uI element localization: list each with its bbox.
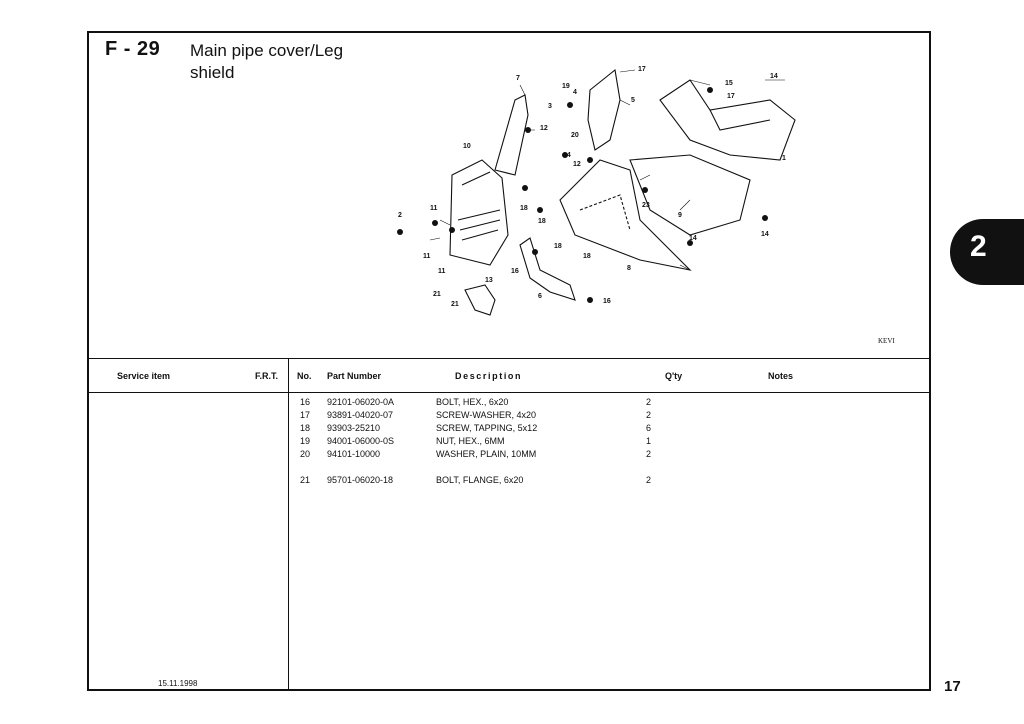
cell-description: SCREW-WASHER, 4x20	[436, 410, 537, 420]
cell-description: BOLT, FLANGE, 6x20	[436, 475, 524, 485]
callout: 6	[538, 293, 542, 300]
cell-qty: 2	[646, 475, 652, 485]
callout: 21	[451, 301, 459, 308]
callout: 7	[516, 75, 520, 82]
callout: 14	[563, 152, 571, 159]
page-frame	[87, 31, 931, 691]
table-column-divider	[288, 358, 289, 691]
header-notes: Notes	[768, 371, 794, 381]
cell-part-number: 94101-10000	[327, 449, 381, 459]
table-header-rule	[87, 392, 931, 393]
callout: 18	[520, 205, 528, 212]
callout: 20	[571, 132, 579, 139]
callout: 4	[573, 89, 577, 96]
cell-no: 20	[300, 449, 311, 459]
section-tab-number: 2	[970, 230, 987, 263]
cell-part-number: 93903-25210	[327, 423, 381, 433]
bracket-arm	[494, 94, 529, 176]
callout: 11	[438, 268, 446, 275]
figure-code: F - 29	[105, 38, 161, 60]
cell-no: 19	[300, 436, 311, 446]
header-part-number: Part Number	[327, 371, 382, 381]
callout: 17	[727, 93, 735, 100]
main-pipe-cover	[659, 79, 796, 161]
callout: 10	[463, 143, 471, 150]
callout: 19	[562, 83, 570, 90]
callout: 9	[678, 212, 682, 219]
cell-part-number: 93891-04020-07	[327, 410, 394, 420]
header-frt: F.R.T.	[255, 371, 279, 381]
callout: 14	[770, 73, 778, 80]
cell-qty: 2	[646, 449, 652, 459]
callout: 1	[782, 155, 786, 162]
cell-part-number: 94001-06000-0S	[327, 436, 395, 446]
cell-qty: 1	[646, 436, 652, 446]
cell-part-number: 95701-06020-18	[327, 475, 394, 485]
callout: 15	[725, 80, 733, 87]
callout: 14	[689, 235, 697, 242]
callout: 13	[485, 277, 493, 284]
lower-cover	[559, 159, 692, 271]
callout: 23	[642, 202, 650, 209]
main-pipe-cover-top	[587, 68, 621, 151]
callout: 14	[761, 231, 769, 238]
callout: 5	[631, 97, 635, 104]
figure-title: Main pipe cover/Leg shield	[190, 41, 344, 82]
cell-part-number: 92101-06020-0A	[327, 397, 395, 407]
cell-no: 16	[300, 397, 311, 407]
callout: 12	[540, 125, 548, 132]
stay-bracket	[519, 237, 576, 301]
cell-no: 21	[300, 475, 311, 485]
callout: 2	[398, 212, 402, 219]
callout: 12	[573, 161, 581, 168]
cell-no: 17	[300, 410, 311, 420]
callout: 18	[583, 253, 591, 260]
header-service-item: Service item	[117, 371, 171, 381]
cell-description: SCREW, TAPPING, 5x12	[436, 423, 538, 433]
callout: 21	[433, 291, 441, 298]
cell-description: BOLT, HEX., 6x20	[436, 397, 509, 407]
leg-shield-front	[449, 159, 509, 266]
cell-qty: 2	[646, 410, 652, 420]
center-cover	[629, 154, 751, 236]
callout: 11	[430, 205, 438, 212]
page-number: 17	[944, 678, 961, 695]
callout: 18	[538, 218, 546, 225]
header-description: Description	[455, 371, 523, 381]
cell-qty: 2	[646, 397, 652, 407]
cell-no: 18	[300, 423, 311, 433]
diagram-reference-code: KEVI	[878, 337, 895, 345]
section-tab	[950, 219, 1024, 285]
table-top-rule	[87, 358, 931, 359]
callout: 17	[638, 66, 646, 73]
small-bracket	[464, 284, 496, 316]
cell-description: WASHER, PLAIN, 10MM	[436, 449, 537, 459]
callout: 16	[511, 268, 519, 275]
header-no: No.	[297, 371, 312, 381]
callout: 16	[603, 298, 611, 305]
callout: 8	[627, 265, 631, 272]
revision-date: 15.11.1998	[158, 679, 198, 688]
callout: 11	[423, 253, 431, 260]
header-qty: Q'ty	[665, 371, 683, 381]
callout: 3	[548, 103, 552, 110]
callout: 18	[554, 243, 562, 250]
cell-description: NUT, HEX., 6MM	[436, 436, 505, 446]
cell-qty: 6	[646, 423, 652, 433]
exploded-parts-diagram: 7 19 3 4 17 5 15 14 17 12 20 10 14 12 1 …	[397, 66, 796, 316]
